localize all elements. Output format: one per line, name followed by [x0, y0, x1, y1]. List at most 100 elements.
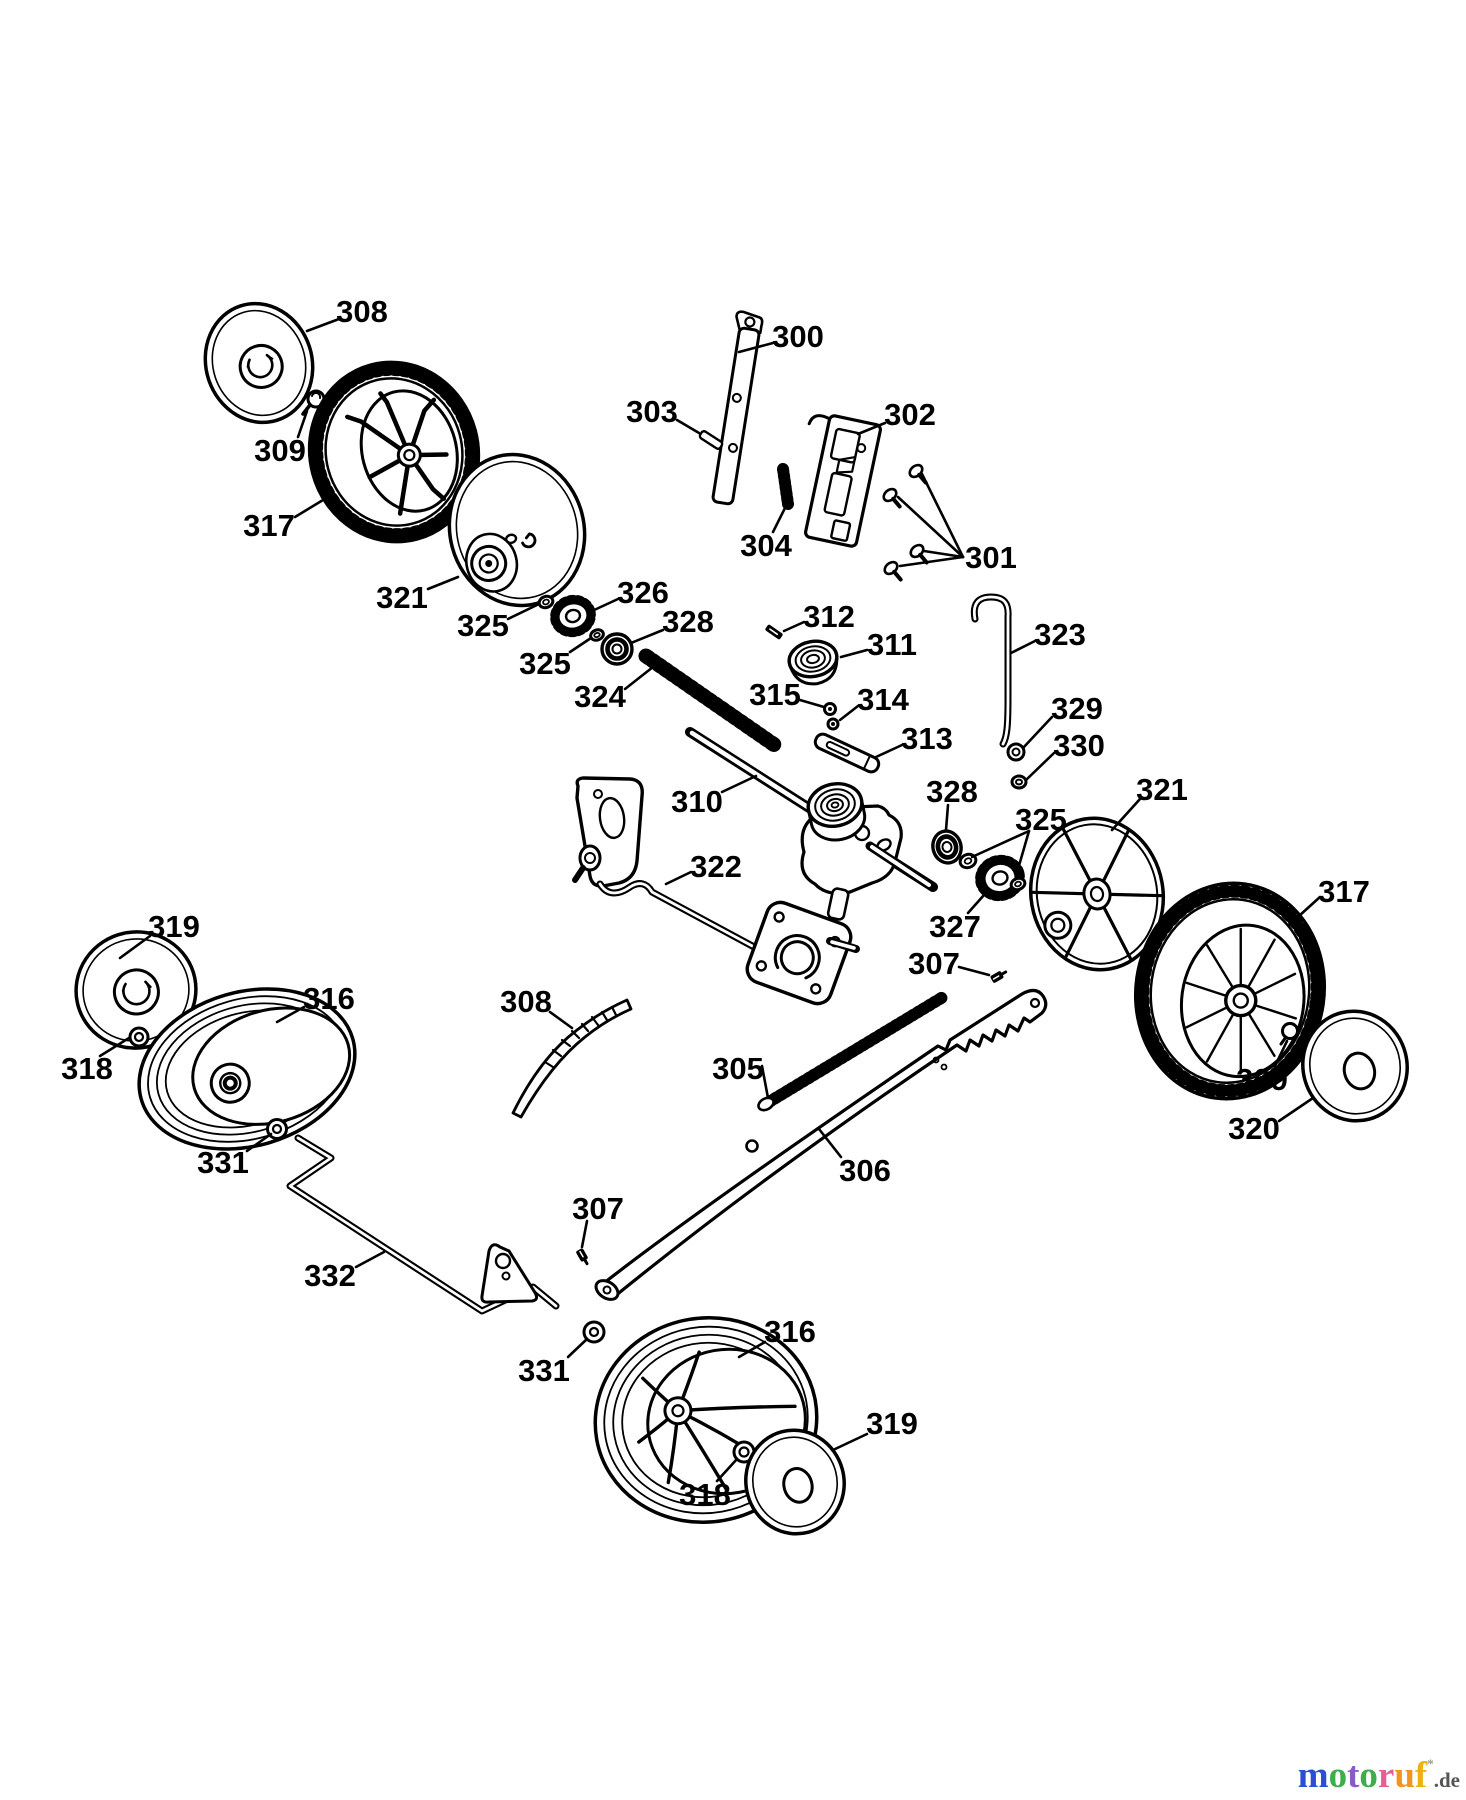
- part-label-306: 306: [839, 1153, 891, 1188]
- motoruf-logo[interactable]: motoruf*.de: [1298, 1757, 1460, 1794]
- part-label-327: 327: [929, 909, 981, 944]
- part-label-302: 302: [884, 397, 936, 432]
- logo-letter-o: o: [1359, 1755, 1378, 1796]
- leader-line-323: [1009, 639, 1037, 655]
- part-labels: 3083093173213253263253283243003033043023…: [61, 294, 1370, 1512]
- part-label-331: 331: [518, 1353, 570, 1388]
- nut-315-icon: [823, 702, 837, 716]
- part-label-316: 316: [764, 1314, 816, 1349]
- motoruf-wordmark: motoruf: [1298, 1755, 1428, 1796]
- part-label-329: 329: [1051, 691, 1103, 726]
- spring-324: [638, 648, 784, 754]
- part-label-323: 323: [1034, 617, 1086, 652]
- part-label-308: 308: [500, 984, 552, 1019]
- part-label-309: 309: [1236, 1062, 1288, 1097]
- leader-line-326: [590, 597, 620, 613]
- leader-line-306: [817, 1127, 843, 1159]
- leader-line-311: [839, 648, 869, 659]
- part-label-328: 328: [926, 774, 978, 809]
- leader-line-301: [922, 549, 965, 559]
- leader-line-315: [798, 698, 826, 709]
- leader-line-304: [771, 504, 788, 534]
- leader-line-317: [293, 498, 325, 519]
- logo-letter-m: m: [1297, 1755, 1329, 1796]
- hubcap-disc-319-left: [74, 930, 198, 1050]
- pin-303-icon: [698, 430, 724, 450]
- leader-line-312: [782, 620, 806, 633]
- leader-line-303: [675, 418, 701, 435]
- part-label-307: 307: [572, 1191, 624, 1226]
- handle-strip-300: [711, 310, 764, 506]
- height-adjuster-322: [572, 776, 860, 1006]
- part-label-319: 319: [148, 909, 200, 944]
- nut-314-icon: [826, 717, 840, 731]
- leader-lines: [98, 317, 1322, 1483]
- leader-line-316: [737, 1340, 767, 1359]
- leader-line-314: [838, 704, 860, 722]
- axle-rod-332: [286, 1134, 560, 1315]
- part-label-326: 326: [617, 575, 669, 610]
- leader-line-325: [506, 602, 541, 621]
- pin-312-icon: [765, 624, 783, 640]
- gearbox-assembly: [800, 782, 936, 921]
- nut-331-b-icon: [582, 1320, 606, 1344]
- clamp-plate-313: [813, 732, 881, 774]
- part-label-309: 309: [254, 433, 306, 468]
- leader-line-319: [118, 934, 152, 960]
- leader-line-308: [548, 1010, 574, 1030]
- hubcap-disc-308: [203, 301, 315, 425]
- part-label-325: 325: [1015, 802, 1067, 837]
- part-label-319: 319: [866, 1406, 918, 1441]
- hubcap-disc-319-bottom: [744, 1428, 846, 1536]
- bearing-328-right-icon: [931, 829, 963, 865]
- part-label-322: 322: [690, 849, 742, 884]
- leader-line-321: [1110, 797, 1142, 832]
- leader-line-325: [1014, 829, 1031, 878]
- leader-line-309: [1273, 1039, 1289, 1068]
- logo-letter-r: r: [1377, 1755, 1395, 1796]
- shift-lever-306: [594, 988, 1048, 1301]
- belt-cover-disc-321-left: [447, 452, 587, 608]
- drive-wheel-317-left: [307, 360, 481, 544]
- leader-line-327: [966, 893, 986, 915]
- leader-line-328: [944, 803, 950, 832]
- washer-330-icon: [1010, 774, 1028, 790]
- part-label-321: 321: [1136, 772, 1188, 807]
- part-label-317: 317: [243, 508, 295, 543]
- part-label-320: 320: [1228, 1111, 1280, 1146]
- part-label-304: 304: [740, 528, 792, 563]
- pinion-gear-326: [550, 594, 596, 638]
- leader-line-331: [245, 1132, 273, 1153]
- leader-line-331: [566, 1337, 589, 1359]
- leader-line-329: [1021, 715, 1054, 750]
- part-label-308: 308: [336, 294, 388, 329]
- leader-line-309: [296, 409, 309, 439]
- brake-rod-323: [970, 593, 1012, 748]
- bearing-328-left-icon: [600, 632, 634, 666]
- washer-329-icon: [1006, 742, 1026, 762]
- part-label-312: 312: [803, 599, 855, 634]
- logo-letter-t: t: [1347, 1755, 1360, 1796]
- bracket-plate-302: [804, 414, 882, 548]
- leader-line-319: [831, 1432, 869, 1452]
- leader-line-332: [354, 1250, 386, 1269]
- part-label-318: 318: [61, 1051, 113, 1086]
- leader-line-324: [623, 665, 655, 691]
- washer-325-a-icon: [537, 594, 555, 610]
- drive-wheel-317-right: [1133, 881, 1327, 1101]
- leader-line-325: [970, 829, 1031, 859]
- leader-line-305: [760, 1064, 770, 1100]
- leader-line-316: [275, 1005, 306, 1024]
- part-label-331: 331: [197, 1145, 249, 1180]
- screw-307-left-icon: [576, 1248, 589, 1266]
- part-label-307: 307: [908, 946, 960, 981]
- leader-line-318: [715, 1457, 739, 1483]
- part-label-310: 310: [671, 784, 723, 819]
- leader-line-318: [98, 1036, 131, 1058]
- logo-suffix: .de: [1433, 1768, 1460, 1792]
- washer-325-b-icon: [589, 628, 605, 642]
- part-label-305: 305: [712, 1051, 764, 1086]
- leader-line-320: [1277, 1096, 1315, 1123]
- part-label-315: 315: [749, 677, 801, 712]
